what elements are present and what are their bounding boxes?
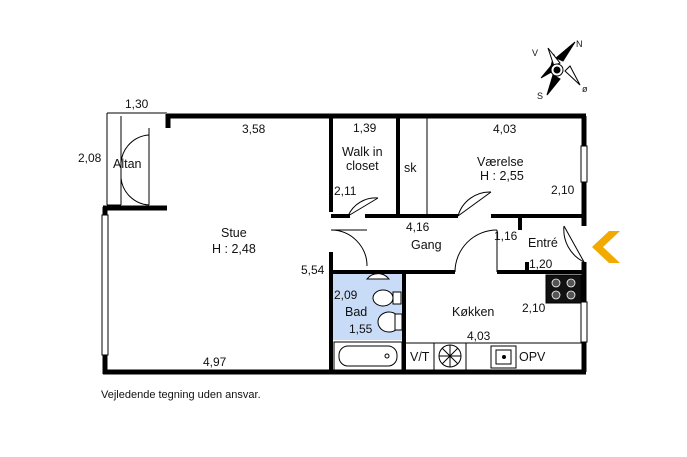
dim-bad-width: 2,09	[334, 288, 358, 302]
room-label-gang: Gang	[411, 238, 442, 252]
dim-vaerelse-width: 4,03	[493, 122, 517, 136]
room-height-vaerelse: H : 2,55	[480, 169, 524, 183]
room-label-altan: Altan	[113, 157, 142, 171]
dim-stue-side: 5,54	[301, 263, 325, 277]
room-label-walkin-2: closet	[346, 159, 379, 173]
balcony-doors	[120, 116, 150, 206]
door-swings	[330, 191, 585, 273]
disclaimer-text: Vejledende tegning uden ansvar.	[101, 389, 261, 401]
dim-altan-width: 1,30	[125, 97, 149, 111]
dim-stue-bottom: 4,97	[203, 355, 227, 369]
room-label-vaerelse: Værelse	[477, 155, 524, 169]
room-label-kokken: Køkken	[452, 305, 494, 319]
bathroom-fixtures	[333, 273, 403, 371]
dim-walkin-width: 1,39	[353, 121, 377, 135]
compass-west-label: V	[532, 48, 538, 58]
room-label-bad: Bad	[345, 305, 367, 319]
compass-icon	[540, 41, 581, 96]
stove-burners	[551, 278, 576, 300]
dim-stue-top: 3,58	[242, 122, 266, 136]
windows	[101, 145, 588, 356]
dim-entre-width: 1,16	[494, 229, 518, 243]
balcony	[106, 112, 167, 206]
room-label-stue: Stue	[221, 226, 247, 240]
kitchen-vt-label: V/T	[410, 350, 430, 364]
compass-north-label: N	[576, 39, 583, 49]
compass-east-label: ø	[582, 84, 588, 94]
dim-bad-height: 1,55	[349, 322, 373, 336]
dim-altan-height: 2,08	[78, 151, 102, 165]
dim-entre-height: 1,20	[529, 257, 553, 271]
dim-kokken-height: 2,10	[522, 301, 546, 315]
room-label-entre: Entré	[528, 236, 558, 250]
room-label-walkin-1: Walk in	[342, 145, 383, 159]
dim-vaerelse-height: 2,10	[551, 183, 575, 197]
kitchen-fixtures	[405, 274, 582, 370]
dryer-icon	[438, 344, 462, 368]
dim-kokken-width: 4,03	[467, 329, 491, 343]
room-height-stue: H : 2,48	[212, 242, 256, 256]
compass-south-label: S	[537, 91, 543, 101]
entrance-arrow-icon	[592, 231, 620, 263]
inner-walls	[329, 116, 584, 372]
dim-gang-width: 4,16	[406, 220, 430, 234]
kitchen-opv-label: OPV	[519, 350, 546, 364]
dim-walkin-height: 2,11	[334, 184, 357, 198]
room-label-sk: sk	[404, 161, 417, 175]
